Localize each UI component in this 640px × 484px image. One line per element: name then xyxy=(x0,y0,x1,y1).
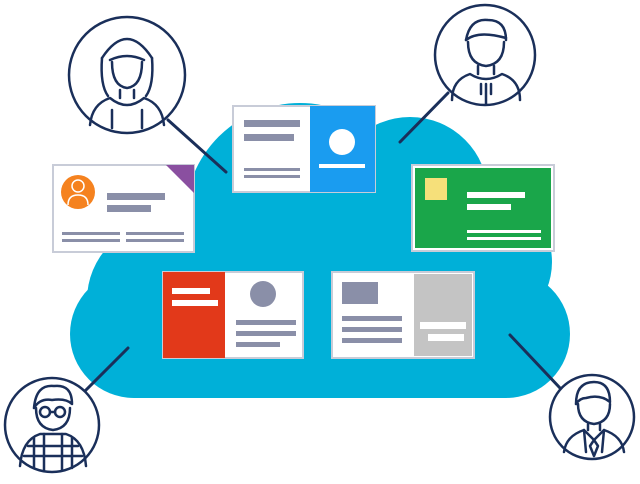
card-avatar-placeholder xyxy=(329,129,355,155)
contact-card-green xyxy=(411,164,555,252)
connector-lines xyxy=(82,91,562,394)
contact-card-gray xyxy=(331,271,475,359)
card-avatar-placeholder xyxy=(250,281,276,307)
contact-card-red xyxy=(162,271,304,359)
card-sticky-note xyxy=(425,178,447,200)
glasses-man-user-icon xyxy=(3,376,101,474)
woman-user-icon xyxy=(67,15,187,135)
connector-top-left xyxy=(166,118,228,174)
businessman-user-icon xyxy=(548,373,636,461)
young-man-user-icon xyxy=(433,3,537,107)
connector-bottom-right xyxy=(508,333,562,390)
contact-card-blue xyxy=(232,105,376,193)
connector-bottom-left xyxy=(82,346,130,394)
contact-card-orange xyxy=(52,164,195,253)
connector-top-right xyxy=(398,91,450,144)
